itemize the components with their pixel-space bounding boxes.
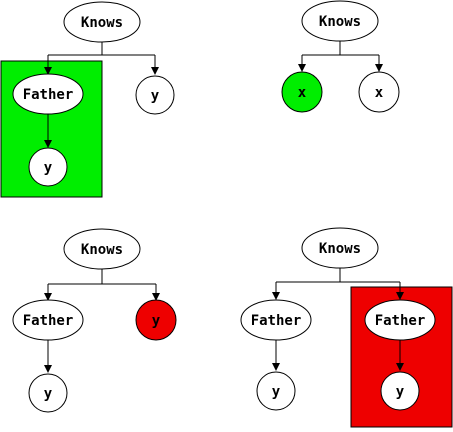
left-child-node-label: y [44,386,53,402]
root-node-label: Knows [81,242,123,258]
panel-4: Knows Father Father y y [240,227,453,428]
right-child-node-label: y [396,384,405,400]
root-node-label: Knows [319,14,361,30]
left-node-label: Father [23,313,74,329]
right-node-label: y [152,313,161,329]
left-child-node-label: y [44,160,53,176]
edge [48,269,156,285]
root-node-label: Knows [319,241,361,257]
right-node-label: Father [375,313,426,329]
right-node-label: y [151,88,160,104]
right-node [135,75,175,115]
root-node-label: Knows [81,15,123,31]
panel-2: Knows x x [281,0,400,113]
left-node-label: Father [251,313,302,329]
right-node [358,71,400,113]
panel-1: Knows Father y y [0,1,175,198]
right-node-label: x [375,85,384,101]
edge [48,42,155,56]
right-node-highlighted [135,299,177,341]
right-child-node [380,371,420,411]
left-child-node [256,371,296,411]
left-node-highlighted [281,71,323,113]
left-child-node [28,373,68,413]
panel-3: Knows Father y y [12,228,177,413]
edge [302,41,379,56]
left-node-label: Father [23,87,74,103]
left-child-node [28,147,68,187]
left-node-label: x [298,85,307,101]
edge [276,268,400,283]
left-child-node-label: y [272,384,281,400]
